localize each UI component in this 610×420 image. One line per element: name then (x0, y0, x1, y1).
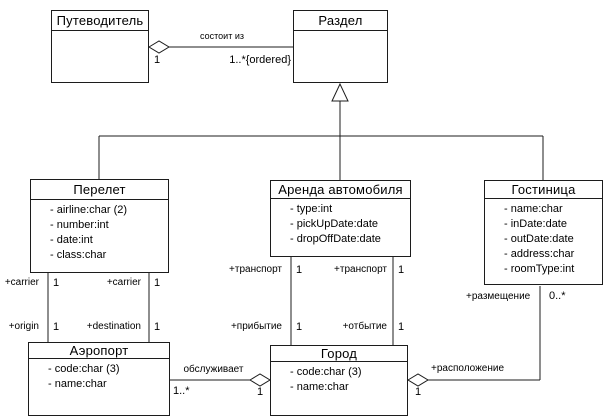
role-carrier-right: +carrier (106, 277, 141, 288)
class-title-hotel: Гостиница (485, 181, 602, 199)
class-body-city: - code:char (3) - name:char (271, 362, 407, 395)
class-title-airport: Аэропорт (29, 343, 169, 359)
class-attribute: - code:char (3) (290, 366, 362, 378)
class-attribute: - airline:char (2) (50, 204, 128, 216)
class-attribute: - outDate:date (504, 233, 574, 245)
multiplicity-origin: 1 (53, 321, 60, 333)
class-box-guidebook: Путеводитель (51, 10, 149, 83)
role-accommodation: +размещение (466, 291, 531, 302)
class-box-airport: Аэропорт - code:char (3) - name:char (28, 342, 170, 416)
class-title-city: Город (271, 346, 407, 362)
role-destination: +destination (86, 321, 141, 332)
aggregation-diamond-city-left (249, 373, 271, 387)
multiplicity-carrier-right: 1 (154, 277, 161, 289)
multiplicity-departure: 1 (398, 321, 405, 333)
role-location: +расположение (431, 363, 505, 374)
class-attribute: - number:int (50, 219, 109, 231)
class-box-hotel: Гостиница - name:char - inDate:date - ou… (484, 180, 603, 285)
multiplicity-transport-left: 1 (296, 264, 303, 276)
class-attribute: - date:int (50, 234, 93, 246)
class-attribute: - name:char (48, 378, 107, 390)
class-attribute: - roomType:int (504, 263, 575, 275)
class-body-hotel: - name:char - inDate:date - outDate:date… (485, 199, 602, 277)
class-body-airport: - code:char (3) - name:char (29, 359, 169, 392)
class-box-flight: Перелет - airline:char (2) - number:int … (30, 179, 169, 273)
aggregation-diamond-guidebook (148, 40, 170, 54)
generalization-arrowhead (331, 82, 349, 102)
class-box-city: Город - code:char (3) - name:char (270, 345, 408, 416)
multiplicity-carrier-left: 1 (53, 277, 60, 289)
class-attribute: - address:char (504, 248, 575, 260)
role-origin: +origin (8, 321, 39, 332)
class-body-car-rental: - type:int - pickUpDate:date - dropOffDa… (271, 199, 410, 247)
class-box-car-rental: Аренда автомобиля - type:int - pickUpDat… (270, 180, 411, 257)
multiplicity-city-location: 1 (414, 386, 422, 398)
class-attribute: - name:char (290, 381, 349, 393)
class-title-guidebook: Путеводитель (52, 11, 148, 31)
class-box-section: Раздел (293, 10, 388, 83)
class-title-section: Раздел (294, 11, 387, 31)
multiplicity-hotel-accommodation: 0..* (549, 290, 566, 302)
role-carrier-left: +carrier (4, 277, 39, 288)
multiplicity-section-ordered: 1..*{ordered} (229, 54, 291, 66)
role-transport-right: +транспорт (334, 264, 387, 275)
association-name-serves: обслуживает (183, 364, 244, 375)
class-attribute: - inDate:date (504, 218, 567, 230)
multiplicity-arrival: 1 (296, 321, 303, 333)
role-departure: +отбытие (342, 321, 387, 332)
class-attribute: - name:char (504, 203, 563, 215)
role-transport-left: +транспорт (229, 264, 282, 275)
association-name-consists-of: состоит из (200, 31, 244, 41)
aggregation-diamond-city-right (407, 373, 429, 387)
class-title-flight: Перелет (31, 180, 168, 200)
class-attribute: - dropOffDate:date (290, 233, 381, 245)
multiplicity-destination: 1 (154, 321, 161, 333)
class-body-guidebook (52, 31, 148, 34)
multiplicity-airport-serves: 1..* (173, 385, 190, 397)
class-attribute: - type:int (290, 203, 333, 215)
multiplicity-transport-right: 1 (398, 264, 405, 276)
role-arrival: +прибытие (230, 321, 282, 332)
class-attribute: - code:char (3) (48, 363, 120, 375)
class-attribute: - pickUpDate:date (290, 218, 379, 230)
class-title-car-rental: Аренда автомобиля (271, 181, 410, 199)
multiplicity-city-serves: 1 (256, 386, 264, 398)
class-body-flight: - airline:char (2) - number:int - date:i… (31, 200, 168, 263)
class-body-section (294, 31, 387, 34)
multiplicity-guidebook: 1 (153, 54, 161, 66)
class-attribute: - class:char (50, 249, 107, 261)
